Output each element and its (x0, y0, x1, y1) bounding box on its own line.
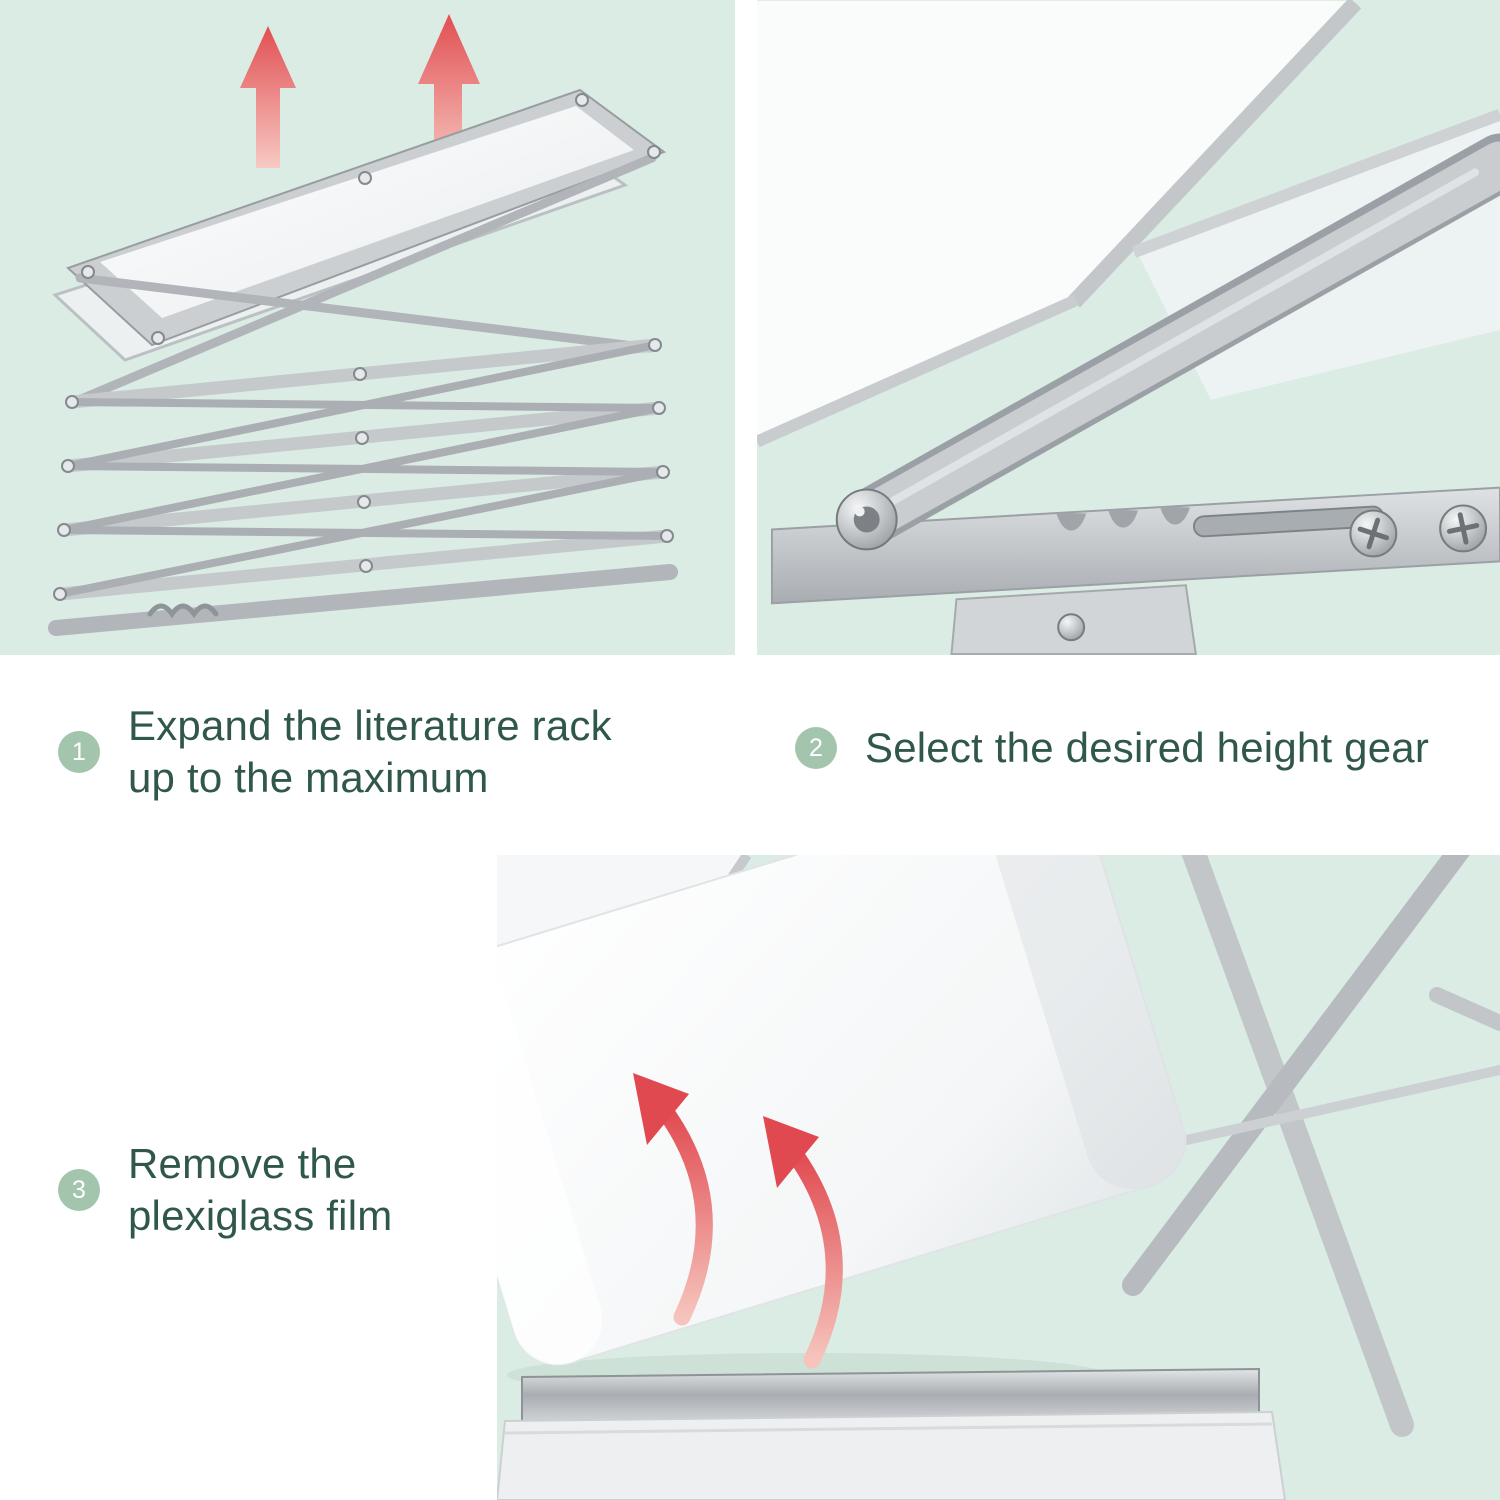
pivot-screw (835, 488, 898, 551)
up-arrows-icon (240, 14, 480, 174)
peel-arrows-icon (633, 1073, 843, 1369)
gear-notch (1159, 506, 1190, 525)
step-3-text: Remove the plexiglass film (128, 1138, 392, 1242)
step-1-number: 1 (72, 737, 86, 766)
base-rail (48, 564, 678, 636)
step-1-badge: 1 (58, 731, 100, 773)
scissor-arms-lower (56, 341, 671, 598)
rack-base-frame (497, 1367, 1287, 1500)
gear-notch-bar (770, 486, 1500, 605)
step-1-text: Expand the literature rack up to the max… (128, 700, 612, 804)
panel-expand-rack-photo (0, 0, 735, 655)
step-1: 1 Expand the literature rack up to the m… (58, 700, 612, 804)
panel-height-gear-photo (757, 0, 1500, 655)
gear-notch (1056, 512, 1087, 531)
phillips-screw (1439, 504, 1488, 553)
step-1-line-2: up to the maximum (128, 754, 489, 801)
step-3-line-1: Remove the (128, 1140, 357, 1187)
step-1-line-1: Expand the literature rack (128, 702, 612, 749)
step-3-line-2: plexiglass film (128, 1192, 393, 1239)
gear-notch (1108, 509, 1138, 528)
film-removal-illustration (497, 855, 1500, 1500)
step-2-badge: 2 (795, 727, 837, 769)
step-2-text: Select the desired height gear (865, 722, 1429, 774)
top-acrylic-frame (66, 88, 667, 347)
screw-joints (53, 93, 674, 601)
phillips-screw (1349, 509, 1398, 558)
step-2-line-1: Select the desired height gear (865, 724, 1430, 771)
step-3-number: 3 (72, 1175, 86, 1204)
plexiglass-film (497, 855, 1187, 1366)
folded-rack (48, 88, 678, 636)
step-2-number: 2 (809, 733, 823, 762)
height-gear-closeup-illustration (757, 0, 1500, 655)
scissor-arms-upper (69, 153, 657, 407)
scissor-arm (837, 133, 1500, 549)
step-3: 3 Remove the plexiglass film (58, 1138, 392, 1242)
panel-film-removal-photo (497, 855, 1500, 1500)
step-3-badge: 3 (58, 1169, 100, 1211)
folded-rack-illustration (48, 14, 678, 636)
base-gear-notches (147, 603, 219, 619)
foot-bracket (950, 584, 1197, 655)
step-2: 2 Select the desired height gear (795, 722, 1429, 774)
